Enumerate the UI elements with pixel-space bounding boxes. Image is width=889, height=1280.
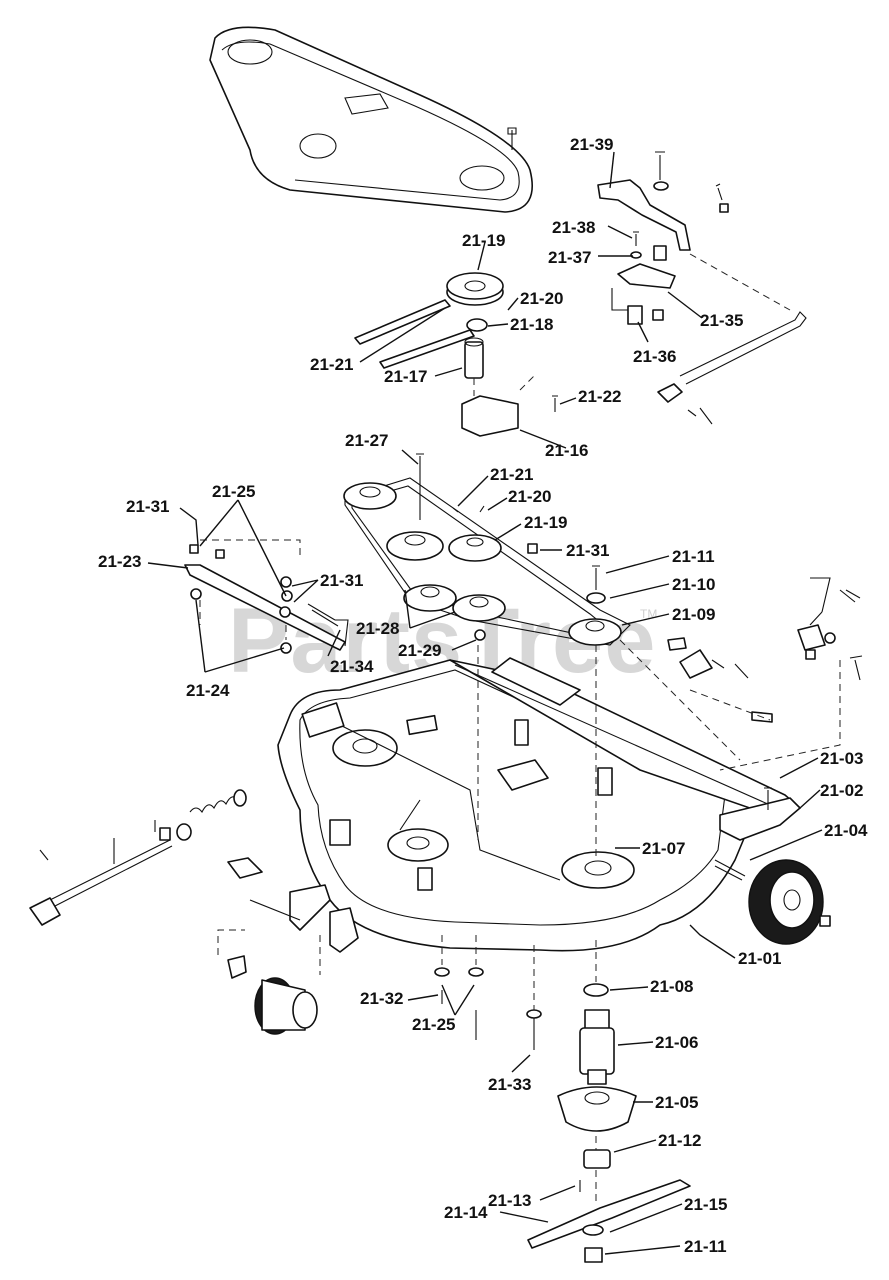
label-21-04: 21-04 [824,821,868,840]
label-21-22: 21-22 [578,387,621,406]
leader-lines [147,151,823,1255]
label-21-38: 21-38 [552,218,595,237]
label-21-29: 21-29 [398,641,441,660]
height-bracket-assembly [597,151,807,425]
label-21-11-top: 21-11 [672,547,715,566]
label-21-13: 21-13 [488,1191,531,1210]
part-labels: 21-39 21-38 21-37 21-35 21-36 21-19 21-2… [98,135,868,1256]
label-21-35: 21-35 [700,311,743,330]
label-21-12: 21-12 [658,1131,701,1150]
front-linkage [619,577,863,771]
belt-cover-part [209,26,534,213]
label-21-33: 21-33 [488,1075,531,1094]
label-21-27: 21-27 [345,431,388,450]
label-21-32: 21-32 [360,989,403,1008]
label-21-37: 21-37 [548,248,591,267]
idler-pulley-assembly [354,272,558,437]
label-21-20-top: 21-20 [520,289,563,308]
roller-assembly [217,857,359,1035]
label-21-20-mid: 21-20 [508,487,551,506]
idler-arm-assembly [184,539,349,654]
drive-belt-pulleys [343,453,631,646]
label-21-21-mid: 21-21 [490,465,533,484]
label-21-07: 21-07 [642,839,685,858]
label-21-25-top: 21-25 [212,482,255,501]
label-21-36: 21-36 [633,347,676,366]
label-21-28: 21-28 [356,619,399,638]
label-21-19-top: 21-19 [462,231,505,250]
label-21-02: 21-02 [820,781,863,800]
label-21-21-top: 21-21 [310,355,353,374]
cover-bolt [507,127,517,150]
label-21-15: 21-15 [684,1195,727,1214]
label-21-06: 21-06 [655,1033,698,1052]
label-21-31-left: 21-31 [126,497,169,516]
label-21-11-bottom: 21-11 [684,1237,727,1256]
label-21-14: 21-14 [444,1203,488,1222]
label-21-03: 21-03 [820,749,863,768]
mower-deck-housing [277,645,801,952]
label-21-10: 21-10 [672,575,715,594]
label-21-25-bottom: 21-25 [412,1015,455,1034]
label-21-39: 21-39 [570,135,613,154]
label-21-16: 21-16 [545,441,588,460]
label-21-09: 21-09 [672,605,715,624]
wheel-assembly [714,787,831,945]
bottom-hardware [434,935,542,1050]
label-21-19-mid: 21-19 [524,513,567,532]
front-spring-rod [29,789,247,926]
label-21-24: 21-24 [186,681,230,700]
label-21-23: 21-23 [98,552,141,571]
label-21-01: 21-01 [738,949,781,968]
spindle-blade-assembly [527,940,691,1263]
label-21-18: 21-18 [510,315,553,334]
label-21-31-arm: 21-31 [320,571,363,590]
label-21-08: 21-08 [650,977,693,996]
label-21-34: 21-34 [330,657,374,676]
label-21-17: 21-17 [384,367,427,386]
label-21-31-mid: 21-31 [566,541,609,560]
label-21-05: 21-05 [655,1093,698,1112]
